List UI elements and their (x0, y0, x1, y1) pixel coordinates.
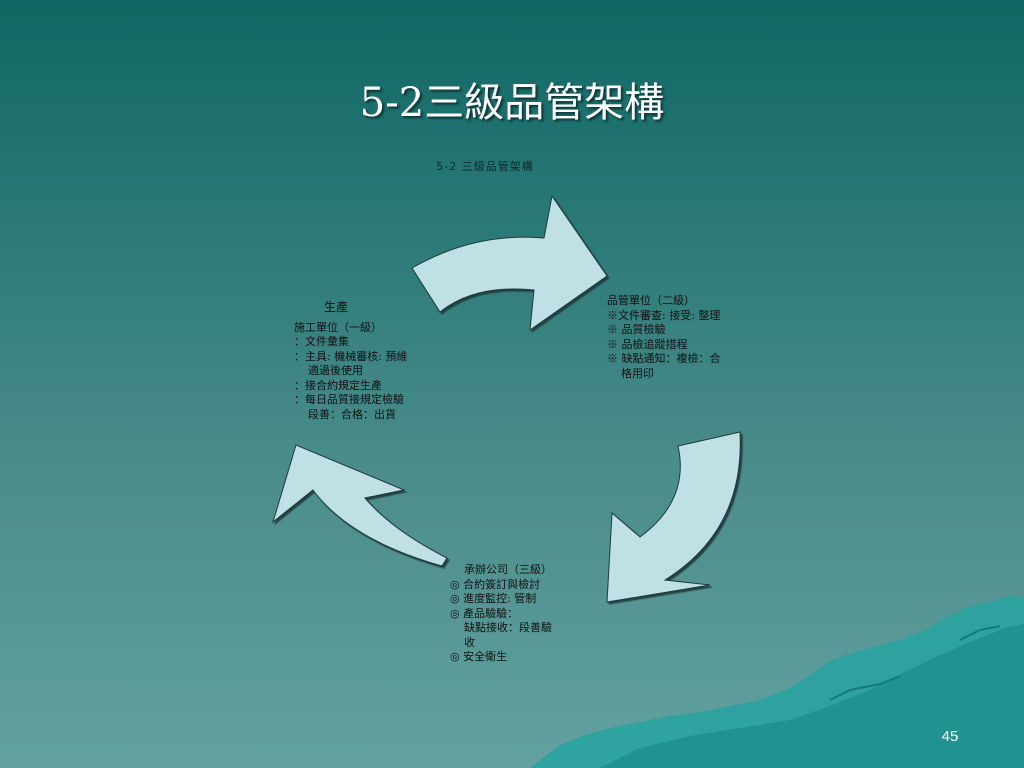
node-contractor-line: ◎ 進度監控: 管制 (450, 592, 537, 605)
node-contractor: 承辦公司（三級） ◎ 合約簽訂與檢討 ◎ 進度監控: 管制 ◎ 產品驗驗： 缺點… (450, 563, 580, 665)
node-contractor-line: ◎ 合約簽訂與檢討 (450, 577, 541, 591)
node-quality-line: 格用印 (621, 366, 654, 380)
node-quality-line: ※ 品質檢驗 (607, 323, 666, 336)
node-quality: 品管單位（二級） ※文件審查: 接受: 整理 ※ 品質檢驗 ※ 品檢追蹤措程 ※… (607, 294, 757, 381)
arrow-quality-to-contractor (606, 431, 741, 603)
arrow-production-to-quality (411, 194, 608, 332)
diagram-caption: 5-2 三級品管架構 (436, 160, 534, 173)
slide-title: 5-2三級品管架構 (359, 80, 665, 126)
node-production-line: 段善：合格：出貨 (308, 407, 396, 421)
node-production-line: ：主具: 機械審核: 預維 (294, 349, 408, 363)
node-quality-line: ※ 缺點通知：複檢：合 (607, 352, 721, 365)
node-production-line: ：每日品質接規定檢驗 (294, 393, 404, 406)
node-contractor-line: 收 (464, 635, 475, 649)
page-number: 45 (941, 728, 959, 745)
node-production-line: 適過後使用 (308, 364, 363, 377)
node-quality-line: 品管單位（二級） (607, 294, 695, 307)
node-contractor-line: ◎ 安全衛生 (450, 650, 508, 663)
node-contractor-line: ◎ 產品驗驗： (450, 606, 519, 620)
node-production: 生產 施工單位（一級） ：文件彙集 ：主具: 機械審核: 預維 適過後使用 ：接… (294, 300, 444, 422)
node-contractor-line: 缺點接收：段善驗 (464, 621, 552, 634)
node-production-line: ：文件彙集 (294, 335, 349, 348)
node-contractor-heading: 承辦公司（三級） (464, 563, 552, 576)
node-quality-line: ※ 品檢追蹤措程 (607, 337, 688, 351)
node-production-line: ：接合約規定生產 (294, 378, 382, 392)
node-production-line: 施工單位（一級） (294, 320, 382, 334)
node-production-heading: 生產 (324, 300, 349, 314)
arrow-contractor-to-production (272, 444, 448, 567)
node-quality-line: ※文件審查: 接受: 整理 (607, 308, 721, 322)
